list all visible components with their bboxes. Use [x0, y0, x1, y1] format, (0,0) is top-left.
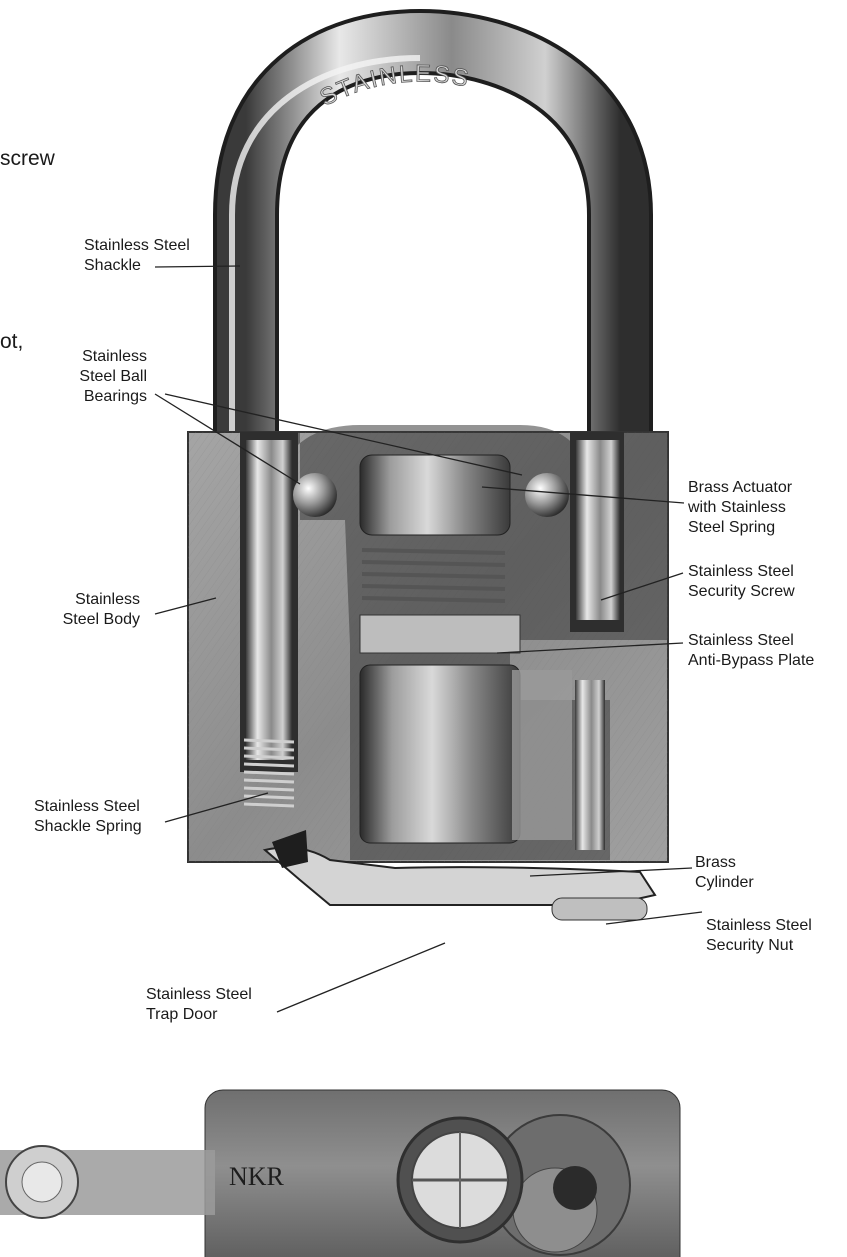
lock-body — [187, 425, 669, 921]
cylinder-part — [359, 664, 521, 844]
leader-ball-left — [154, 393, 301, 485]
leader-cylinder — [529, 867, 693, 877]
label-security-screw: Stainless Steel Security Screw — [688, 563, 795, 600]
label-trap-door: Stainless Steel Trap Door — [146, 986, 252, 1023]
leader-body — [154, 597, 217, 615]
lock-face-photo — [0, 1089, 681, 1257]
leader-anti-bypass — [496, 642, 684, 654]
label-ball-bearings: Stainless Steel Ball Bearings — [79, 348, 147, 405]
shackle-spring — [243, 738, 295, 808]
ball-bearing-right — [525, 473, 569, 517]
brand-mark: NKR — [229, 1162, 284, 1191]
leader-ball-right — [164, 393, 523, 476]
leader-shackle — [154, 265, 241, 268]
label-anti-bypass: Stainless Steel Anti-Bypass Plate — [688, 632, 815, 669]
ball-bearing-left — [293, 473, 337, 517]
label-actuator: Brass Actuator with Stainless Steel Spri… — [688, 479, 793, 536]
leader-trap-door — [276, 942, 446, 1013]
label-body: Stainless Steel Body — [62, 591, 140, 628]
leader-security-screw — [600, 572, 684, 601]
cropped-text-fragment: screw — [0, 147, 55, 170]
security-screw-part — [575, 680, 605, 850]
label-cylinder: Brass Cylinder — [695, 854, 754, 891]
label-security-nut: Stainless Steel Security Nut — [706, 917, 812, 954]
cropped-text-fragment: ot, — [0, 330, 24, 353]
label-shackle-spring: Stainless Steel Shackle Spring — [34, 798, 142, 835]
leader-security-nut — [605, 911, 703, 925]
leader-actuator — [481, 486, 685, 504]
label-shackle: Stainless Steel Shackle — [84, 237, 190, 274]
callout-leaders — [154, 265, 703, 1013]
leader-shackle-spring — [164, 792, 269, 823]
shackle: STAINLESS — [213, 8, 653, 440]
actuator-spring — [361, 548, 506, 603]
